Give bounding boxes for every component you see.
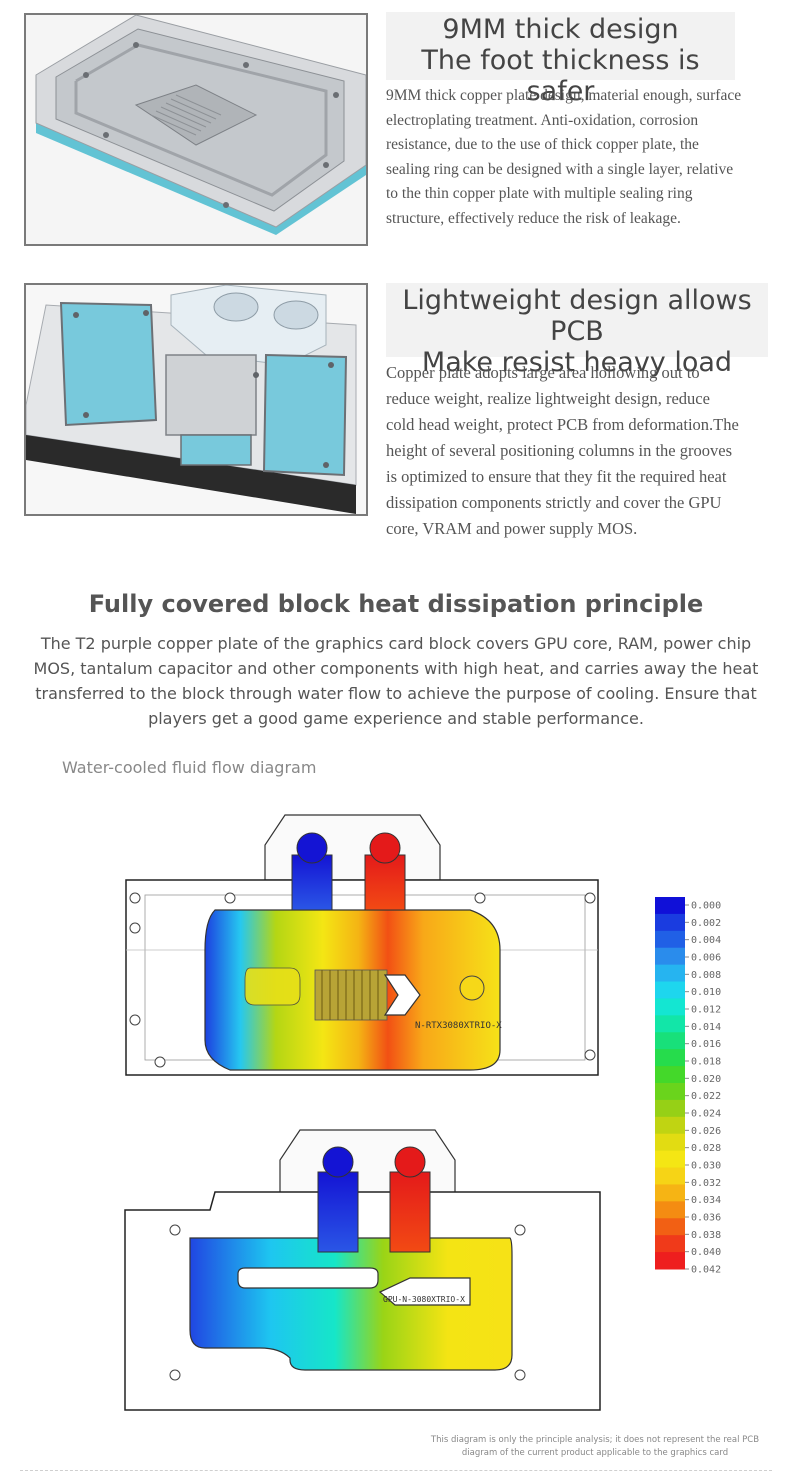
lightweight-plate-photo bbox=[24, 283, 368, 516]
feature2-line: dissipation components strictly and cove… bbox=[386, 493, 722, 512]
legend-tick-label: 0.006 bbox=[691, 953, 721, 964]
feature2-line: is optimized to ensure that they fit the… bbox=[386, 467, 727, 486]
principle-line: transferred to the block through water f… bbox=[35, 684, 757, 703]
legend-swatch bbox=[655, 1218, 685, 1236]
legend-tick-label: 0.014 bbox=[691, 1022, 721, 1033]
legend-swatch bbox=[655, 1015, 685, 1033]
feature2-line: height of several positioning columns in… bbox=[386, 441, 732, 460]
legend-tick-label: 0.016 bbox=[691, 1039, 721, 1050]
legend-swatch bbox=[655, 1201, 685, 1219]
feature1-line: resistance, due to the use of thick copp… bbox=[386, 136, 699, 153]
legend-swatch bbox=[655, 998, 685, 1016]
footnote-line: This diagram is only the principle analy… bbox=[430, 1435, 760, 1445]
legend-swatch bbox=[655, 947, 685, 966]
legend-tick-label: 0.034 bbox=[691, 1195, 721, 1206]
top-block-label: N-RTX3080XTRIO-X bbox=[415, 1021, 502, 1031]
logo-icon bbox=[459, 975, 485, 1001]
bottom-divider bbox=[20, 1470, 772, 1471]
pressure-legend: 0.000 0.002 0.004 0.006 0.008 0.010 0.012 0.014… bbox=[655, 897, 721, 1276]
legend-swatch bbox=[655, 1133, 685, 1152]
legend-tick-label: 0.040 bbox=[691, 1247, 721, 1258]
legend-tick-label: 0.012 bbox=[691, 1005, 721, 1016]
legend-tick-label: 0.030 bbox=[691, 1161, 721, 1172]
feature1-heading-line1: 9MM thick design bbox=[442, 14, 679, 45]
legend-tick-label: 0.022 bbox=[691, 1091, 721, 1102]
feature2-heading-line1: Lightweight design allows PCB bbox=[402, 285, 752, 347]
legend-swatch bbox=[655, 1150, 685, 1169]
legend-tick-label: 0.004 bbox=[691, 935, 721, 946]
feature1-line: to the thin copper plate with multiple s… bbox=[386, 185, 693, 202]
legend-tick-label: 0.018 bbox=[691, 1057, 721, 1068]
principle-line: players get a good game experience and s… bbox=[148, 709, 644, 728]
legend-tick-label: 0.036 bbox=[691, 1213, 721, 1224]
legend-tick-label: 0.000 bbox=[691, 901, 721, 912]
feature1-line: structure, effectively reduce the risk o… bbox=[386, 209, 681, 227]
legend-swatch bbox=[655, 1083, 685, 1101]
feature1-line: electroplating treatment. Anti-oxidation… bbox=[386, 111, 699, 129]
feature2-heading: Lightweight design allows PCB Make resis… bbox=[386, 283, 768, 378]
legend-tick-label: 0.010 bbox=[691, 987, 721, 998]
principle-line: The T2 purple copper plate of the graphi… bbox=[40, 634, 752, 653]
principle-title: Fully covered block heat dissipation pri… bbox=[88, 590, 704, 618]
legend-swatch bbox=[655, 930, 685, 949]
copper-plate-photo bbox=[24, 13, 368, 246]
feature1-line: sealing ring can be designed with a sing… bbox=[386, 160, 734, 178]
feature1-heading: 9MM thick design The foot thickness is s… bbox=[386, 12, 735, 107]
legend-swatch bbox=[655, 1099, 685, 1118]
legend-tick-label: 0.032 bbox=[691, 1178, 721, 1189]
feature2-line: reduce weight, realize lightweight desig… bbox=[386, 389, 710, 408]
legend-swatch bbox=[655, 964, 685, 983]
legend-swatch bbox=[655, 981, 685, 999]
legend-tick-label: 0.008 bbox=[691, 970, 721, 981]
feature2-line: cold head weight, protect PCB from defor… bbox=[386, 415, 739, 434]
legend-tick-label: 0.002 bbox=[691, 918, 721, 929]
legend-swatch bbox=[655, 1184, 685, 1202]
legend-swatch bbox=[655, 1066, 685, 1084]
fluid-flow-diagram: N-RTX3080XTRIO-X GPU-N-3080XTRIO-X 0.000… bbox=[124, 814, 721, 1411]
principle-line: MOS, tantalum capacitor and other compon… bbox=[33, 659, 759, 678]
feature1-line: 9MM thick copper plate design, material … bbox=[386, 87, 742, 104]
legend-swatch bbox=[655, 913, 685, 932]
legend-tick-label: 0.042 bbox=[691, 1265, 721, 1276]
feature2-heading-line2: Make resist heavy load bbox=[421, 347, 733, 378]
legend-tick-label: 0.024 bbox=[691, 1109, 721, 1120]
feature1-description: 9MM thick copper plate design, material … bbox=[386, 84, 786, 231]
legend-swatch bbox=[655, 1049, 685, 1067]
legend-swatch bbox=[655, 1252, 685, 1270]
principle-description: The T2 purple copper plate of the graphi… bbox=[0, 631, 792, 731]
legend-tick-label: 0.020 bbox=[691, 1074, 721, 1085]
copper-plate-illustration bbox=[26, 15, 366, 244]
top-view-block: N-RTX3080XTRIO-X bbox=[125, 814, 599, 1076]
legend-swatch bbox=[655, 1167, 685, 1185]
bottom-view-block: GPU-N-3080XTRIO-X bbox=[124, 1129, 601, 1411]
legend-tick-label: 0.026 bbox=[691, 1126, 721, 1137]
feature1-heading-line2: The foot thickness is safer bbox=[421, 45, 700, 107]
legend-swatch bbox=[655, 897, 685, 915]
feature2-description: Copper plate adopts large area hollowing… bbox=[386, 360, 786, 542]
legend-swatch bbox=[655, 1032, 685, 1050]
diagram-footnote: This diagram is only the principle analy… bbox=[420, 1434, 770, 1460]
footnote-line: diagram of the current product applicabl… bbox=[461, 1448, 729, 1458]
feature2-line: Copper plate adopts large area hollowing… bbox=[386, 363, 700, 382]
legend-swatch bbox=[655, 1116, 685, 1135]
diagram-caption: Water-cooled fluid flow diagram bbox=[62, 758, 317, 777]
bottom-block-label: GPU-N-3080XTRIO-X bbox=[383, 1295, 465, 1304]
feature2-line: core, VRAM and power supply MOS. bbox=[386, 519, 638, 538]
legend-tick-label: 0.038 bbox=[691, 1230, 721, 1241]
lightweight-plate-illustration bbox=[26, 285, 366, 514]
legend-swatch bbox=[655, 1235, 685, 1253]
legend-tick-label: 0.028 bbox=[691, 1143, 721, 1154]
